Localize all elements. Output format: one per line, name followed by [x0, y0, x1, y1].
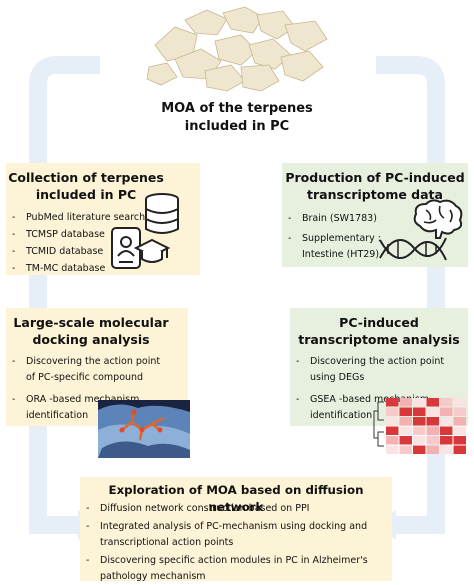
- collection-list: PubMed literature search TCMSP database …: [6, 209, 156, 277]
- transcriptome-item1-line1: Discovering the action point: [310, 356, 445, 367]
- exploration-item2-line2: transcriptional action points: [100, 537, 234, 548]
- collection-item: PubMed literature search: [6, 209, 156, 226]
- heatmap-cell: [399, 407, 412, 416]
- exploration-item: Diffusion network construction based on …: [80, 501, 386, 517]
- heatmap-cell: [426, 398, 439, 407]
- collection-title-line2: included in PC: [35, 187, 137, 202]
- exploration-item: Integrated analysis of PC-mechanism usin…: [80, 519, 386, 551]
- protein-docking-image: [98, 400, 190, 458]
- heatmap-cell: [413, 436, 426, 445]
- collection-title-line1: Collection of terpenes: [8, 170, 164, 185]
- transcriptome-item2-line1: GSEA -based mechanism: [310, 394, 430, 405]
- heatmap-cell: [386, 436, 399, 445]
- transcriptome-item: GSEA -based mechanism identification: [290, 392, 466, 424]
- heatmap-cell: [440, 445, 453, 454]
- transcriptome-title-line1: PC-induced: [339, 315, 419, 330]
- production-title: Production of PC-induced transcriptome d…: [282, 169, 468, 203]
- heatmap-cell: [386, 398, 399, 407]
- center-title: MOA of the terpenes included in PC: [137, 100, 337, 136]
- heatmap-cell: [413, 398, 426, 407]
- heatmap-cell: [426, 445, 439, 454]
- docking-item1-line2: of PC-specific compound: [26, 372, 144, 383]
- heatmap-cell: [453, 445, 466, 454]
- collection-item: TCMID database: [6, 243, 156, 260]
- heatmap-cell: [440, 398, 453, 407]
- exploration-list: Diffusion network construction based on …: [80, 501, 386, 585]
- heatmap-cell: [399, 398, 412, 407]
- heatmap-cell: [453, 426, 466, 435]
- transcriptome-item1-line2: using DEGs: [310, 372, 365, 383]
- heatmap-cell: [386, 417, 399, 426]
- exploration-item2-line1: Integrated analysis of PC-mechanism usin…: [100, 521, 368, 532]
- heatmap-cell: [413, 417, 426, 426]
- database-icon: [145, 193, 179, 234]
- exploration-box: Exploration of MOA based on diffusion ne…: [80, 477, 392, 582]
- transcriptome-title-line2: transcriptome analysis: [298, 332, 460, 347]
- transcriptome-item2-line2: identification: [310, 410, 373, 421]
- heatmap-cell: [413, 407, 426, 416]
- heatmap-cell: [453, 436, 466, 445]
- heatmap-cell: [453, 398, 466, 407]
- exploration-item: Discovering specific action modules in P…: [80, 553, 386, 585]
- docking-list: Discovering the action point of PC-speci…: [6, 354, 186, 424]
- exploration-item1: Diffusion network construction based on …: [100, 503, 310, 514]
- exploration-item3-line2: pathology mechanism: [100, 571, 206, 582]
- docking-item: ORA -based mechanism identification: [6, 392, 186, 424]
- heatmap-cell: [399, 417, 412, 426]
- exploration-item3-line1: Discovering specific action modules in P…: [100, 555, 368, 566]
- heatmap-cell: [426, 436, 439, 445]
- heatmap-cell: [426, 426, 439, 435]
- transcriptome-title: PC-induced transcriptome analysis: [290, 314, 468, 348]
- heatmap-cell: [399, 436, 412, 445]
- docking-title: Large-scale molecular docking analysis: [6, 314, 176, 348]
- heatmap-cell: [426, 417, 439, 426]
- collection-item: TCMSP database: [6, 226, 156, 243]
- docking-item2-line2: identification: [26, 410, 89, 421]
- docking-item: Discovering the action point of PC-speci…: [6, 354, 186, 386]
- docking-item1-line1: Discovering the action point: [26, 356, 161, 367]
- center-title-line2: included in PC: [184, 119, 290, 134]
- transcriptome-list: Discovering the action point using DEGs …: [290, 354, 466, 424]
- heatmap-cell: [413, 426, 426, 435]
- graduation-cap-icon: [134, 238, 170, 263]
- heatmap-cell: [453, 407, 466, 416]
- collection-title: Collection of terpenes included in PC: [6, 169, 166, 203]
- heatmap-cell: [399, 445, 412, 454]
- heatmap-cell: [386, 407, 399, 416]
- docking-title-line2: docking analysis: [32, 332, 150, 347]
- collection-item: TM-MC database: [6, 260, 156, 277]
- dried-slices-image: [146, 6, 328, 92]
- production-title-line1: Production of PC-induced: [285, 170, 465, 185]
- center-title-line1: MOA of the terpenes: [161, 101, 313, 116]
- heatmap-cell: [386, 445, 399, 454]
- heatmap-cell: [413, 445, 426, 454]
- heatmap-cell: [440, 417, 453, 426]
- heatmap-cell: [440, 407, 453, 416]
- heatmap-cell: [426, 407, 439, 416]
- heatmap-cell: [386, 426, 399, 435]
- heatmap-icon: [373, 398, 466, 454]
- production-list: Brain (SW1783) Supplementary : Intestine…: [282, 211, 412, 263]
- production-title-line2: transcriptome data: [307, 187, 443, 202]
- production-item: Brain (SW1783): [282, 211, 412, 227]
- brain-icon: [413, 199, 463, 239]
- production-item2-line2: Intestine (HT29): [302, 249, 380, 260]
- heatmap-cell: [440, 426, 453, 435]
- heatmap-cell: [453, 417, 466, 426]
- production-item1: Brain (SW1783): [302, 213, 377, 224]
- docking-item2-line1: ORA -based mechanism: [26, 394, 140, 405]
- docking-box: Large-scale molecular docking analysis D…: [6, 308, 188, 426]
- heatmap-cell: [440, 436, 453, 445]
- production-item: Supplementary : Intestine (HT29): [282, 231, 412, 263]
- production-item2-line1: Supplementary :: [302, 233, 382, 244]
- dna-icon: [379, 237, 447, 261]
- heatmap-cell: [399, 426, 412, 435]
- transcriptome-item: Discovering the action point using DEGs: [290, 354, 466, 386]
- docking-title-line1: Large-scale molecular: [13, 315, 169, 330]
